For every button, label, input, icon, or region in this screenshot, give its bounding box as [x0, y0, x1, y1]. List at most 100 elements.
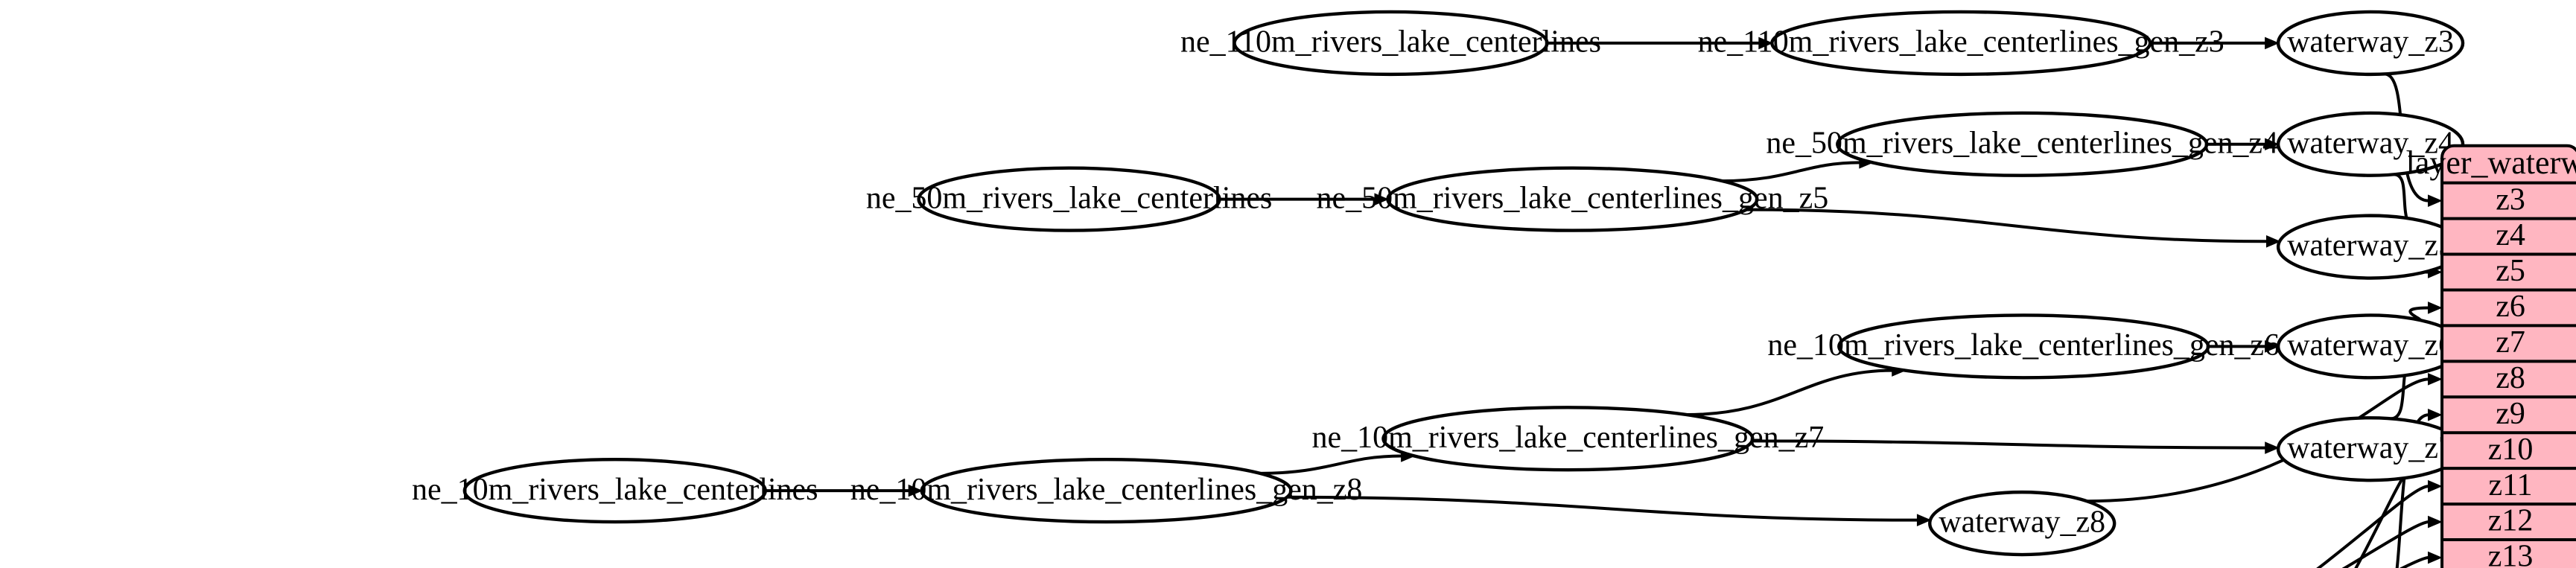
node-ellipse — [1386, 166, 1759, 232]
table-row[interactable]: z9 — [2442, 395, 2576, 431]
node-ellipse — [1770, 10, 2152, 77]
node-ellipse — [1381, 406, 1755, 472]
edge-arrowhead — [2265, 138, 2280, 151]
edge-arrowhead — [2428, 194, 2443, 207]
graph-edge-ne10m_gen_z8-to-waterway_z8 — [1287, 495, 1932, 526]
table-cell-z11: z11 — [2488, 468, 2532, 502]
graph-node-ne50m_gen_z5[interactable]: ne_50m_rivers_lake_centerlines_gen_z5 — [1317, 166, 1829, 232]
node-label: waterway_z6 — [2287, 328, 2454, 363]
edge-line — [2316, 485, 2429, 568]
table-row[interactable]: z4 — [2442, 217, 2576, 252]
edge-arrowhead — [2428, 301, 2443, 314]
table-row[interactable]: z10 — [2442, 431, 2576, 467]
node-label: ne_10m_rivers_lake_centerlines_gen_z7 — [1312, 421, 1825, 455]
table-cell-z12: z12 — [2488, 504, 2534, 538]
table-cell-z5: z5 — [2496, 254, 2525, 288]
graph-node-waterway_z8[interactable]: waterway_z8 — [1928, 490, 2117, 557]
graph-edge-ne10m_gen_z7-to-waterway_z7 — [1752, 439, 2280, 454]
edge-arrowhead — [2428, 479, 2443, 493]
graph-edge-ne110m-to-ne110m_gen_z3 — [1547, 36, 1773, 50]
graph-node-ne110m_gen_z3[interactable]: ne_110m_rivers_lake_centerlines_gen_z3 — [1698, 10, 2224, 77]
graph-node-ne10m_gen_z7[interactable]: ne_10m_rivers_lake_centerlines_gen_z7 — [1312, 406, 1825, 472]
node-label: ne_50m_rivers_lake_centerlines_gen_z4 — [1766, 126, 2278, 160]
edge-arrowhead — [908, 484, 923, 497]
graph-node-ne10m_gen_z6[interactable]: ne_10m_rivers_lake_centerlines_gen_z6 — [1767, 313, 2280, 380]
table-row[interactable]: z3 — [2496, 182, 2525, 217]
node-label: ne_10m_rivers_lake_centerlines_gen_z8 — [850, 473, 1363, 507]
table-cell-z4: z4 — [2496, 218, 2525, 252]
table-row[interactable]: z13 — [2442, 538, 2576, 568]
graph-edge-ne10m_gen_z6-to-waterway_z6 — [2208, 340, 2280, 353]
graph-edge-ne10m_gen_z7-to-ne10m_gen_z6 — [1686, 364, 1906, 417]
graph-node-ne110m[interactable]: ne_110m_rivers_lake_centerlines — [1180, 10, 1601, 77]
table-cell-z6: z6 — [2496, 290, 2525, 324]
edges-layer — [765, 36, 2443, 568]
node-label: waterway_z4 — [2287, 126, 2454, 160]
node-label: waterway_z7 — [2287, 431, 2454, 465]
node-label: ne_110m_rivers_lake_centerlines — [1180, 25, 1601, 60]
graph-edge-waterway_z13-to-table-10 — [2399, 551, 2443, 568]
table-cell-z10: z10 — [2488, 433, 2534, 467]
graph-node-waterway_z5[interactable]: waterway_z5 — [2276, 214, 2465, 280]
node-label: ne_10m_rivers_lake_centerlines_gen_z6 — [1767, 328, 2280, 363]
table-header-label: layer_waterway — [2406, 144, 2576, 181]
edge-arrowhead — [1758, 36, 1773, 50]
edge-arrowhead — [2265, 441, 2280, 454]
table-outline — [2440, 144, 2576, 568]
edge-arrowhead — [2428, 373, 2443, 386]
graph-node-ne50m_gen_z4[interactable]: ne_50m_rivers_lake_centerlines_gen_z4 — [1766, 111, 2278, 177]
table-row[interactable]: z6 — [2442, 288, 2576, 324]
edge-arrowhead — [2428, 515, 2443, 529]
edge-line — [2341, 520, 2429, 568]
node-ellipse — [917, 166, 1221, 232]
graph-node-waterway_z4[interactable]: waterway_z4 — [2276, 111, 2465, 177]
edge-arrowhead — [2265, 340, 2280, 353]
table-cell-z7: z7 — [2496, 325, 2525, 360]
node-label: waterway_z8 — [1939, 505, 2105, 540]
edge-line — [1722, 161, 1860, 183]
graph-node-ne10m_gen_z8[interactable]: ne_10m_rivers_lake_centerlines_gen_z8 — [850, 457, 1363, 524]
graph-node-ne50m[interactable]: ne_50m_rivers_lake_centerlines — [866, 166, 1272, 232]
graph-node-waterway_z6[interactable]: waterway_z6 — [2276, 313, 2465, 380]
graph-edge-ne50m-to-ne50m_gen_z5 — [1219, 193, 1390, 205]
edge-line — [1752, 439, 2266, 450]
graph-node-waterway_z3[interactable]: waterway_z3 — [2276, 10, 2465, 77]
table-header-cell: layer_waterway — [2406, 144, 2576, 185]
table-cell-z13: z13 — [2488, 540, 2534, 568]
node-ellipse — [920, 457, 1293, 524]
graph-edge-ne110m_gen_z3-to-waterway_z3 — [2150, 36, 2280, 50]
node-ellipse — [1928, 490, 2117, 557]
graph-edge-waterway_z11-to-table-8 — [2316, 479, 2443, 568]
table-cell-z9: z9 — [2496, 397, 2525, 431]
edge-arrowhead — [2265, 36, 2280, 50]
edge-arrowhead — [1374, 193, 1390, 205]
graph-edge-ne50m_gen_z4-to-waterway_z4 — [2207, 138, 2280, 151]
node-ellipse — [2276, 10, 2465, 77]
edge-line — [1259, 454, 1402, 475]
table-row[interactable]: z8 — [2442, 360, 2576, 395]
node-ellipse — [1233, 10, 1549, 77]
table-row[interactable]: z7 — [2442, 324, 2576, 360]
edge-line — [1746, 208, 2268, 243]
node-ellipse — [462, 457, 767, 524]
table-row[interactable]: z12 — [2442, 502, 2576, 538]
table-row[interactable]: z5 — [2442, 252, 2576, 288]
table-cell-z3: z3 — [2496, 182, 2525, 217]
graph-edge-ne50m_gen_z5-to-waterway_z5 — [1746, 208, 2281, 248]
node-ellipse — [1837, 313, 2210, 380]
node-label: ne_50m_rivers_lake_centerlines — [866, 181, 1272, 215]
graph-edge-ne50m_gen_z5-to-ne50m_gen_z4 — [1722, 156, 1874, 183]
edge-line — [1686, 368, 1893, 417]
edge-arrowhead — [2428, 408, 2443, 421]
node-label: ne_10m_rivers_lake_centerlines — [412, 473, 818, 507]
table-row[interactable]: z11 — [2442, 467, 2576, 502]
layer-waterway-table: layer_waterwayz3z4z5z6z7z8z9z10z11z12z13… — [2406, 144, 2576, 568]
graph-node-ne10m[interactable]: ne_10m_rivers_lake_centerlines — [412, 457, 818, 524]
edge-arrowhead — [1916, 514, 1932, 526]
graph-node-waterway_z7[interactable]: waterway_z7 — [2276, 416, 2465, 482]
edge-arrowhead — [2266, 234, 2281, 248]
edge-line — [2399, 556, 2429, 568]
node-label: ne_50m_rivers_lake_centerlines_gen_z5 — [1317, 181, 1829, 215]
node-label: waterway_z3 — [2287, 25, 2454, 60]
table-cell-z8: z8 — [2496, 361, 2525, 395]
